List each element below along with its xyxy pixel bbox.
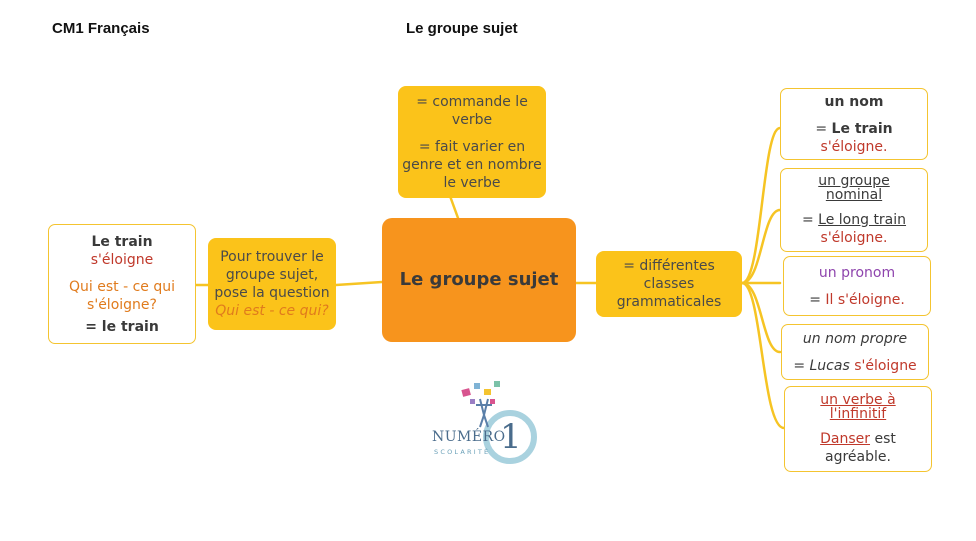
link-classes-infinitif	[740, 281, 786, 430]
branch-proper-noun-title: un nom propre	[802, 330, 908, 347]
branch-noun-node[interactable]: un nom = Le train s'éloigne.	[780, 88, 928, 160]
branch-pronoun-node[interactable]: un pronom = Il s'éloigne.	[783, 256, 931, 316]
subject-role-node[interactable]: = commande le verbe = fait varier en gen…	[398, 86, 546, 198]
central-topic-title: Le groupe sujet	[399, 269, 559, 290]
branch-pronoun-prefix: =	[809, 291, 826, 308]
link-classes-propre	[740, 281, 782, 354]
grammatical-classes-text: = différentes classes grammaticales	[616, 258, 722, 310]
branch-noun-group-title: un groupe nominal	[818, 172, 890, 203]
branch-noun-group-node[interactable]: un groupe nominal = Le long train s'éloi…	[780, 168, 928, 252]
grammatical-classes-node[interactable]: = différentes classes grammaticales	[596, 251, 742, 317]
branch-noun-group-prefix: =	[801, 211, 819, 228]
branch-noun-title: un nom	[824, 93, 884, 110]
question-method-question: Qui est - ce qui?	[215, 303, 329, 319]
branch-proper-noun-verb: s'éloigne	[849, 357, 917, 374]
example-answer: = le train	[85, 318, 159, 335]
subject-role-verb-agreement: = fait varier en genre et en nombre le v…	[402, 138, 542, 191]
example-verb: s'éloigne	[90, 251, 154, 268]
branch-noun-group-subject: Le long train	[818, 211, 907, 228]
question-method-node[interactable]: Pour trouver le groupe sujet, pose la qu…	[208, 238, 336, 330]
example-node[interactable]: Le train s'éloigne Qui est - ce qui s'él…	[48, 224, 196, 344]
branch-noun-subject: Le train	[831, 120, 893, 137]
link-classes-gn	[740, 208, 782, 285]
branch-infinitive-node[interactable]: un verbe à l'infinitif Danser est agréab…	[784, 386, 932, 472]
branch-infinitive-rest: est agréable.	[825, 430, 896, 465]
branch-noun-group-verb: s'éloigne.	[820, 229, 888, 246]
header-course-title: CM1 Français	[52, 20, 150, 37]
branch-infinitive-subject: Danser	[820, 430, 871, 447]
example-question: Qui est - ce qui s'éloigne?	[69, 278, 175, 313]
central-topic-node[interactable]: Le groupe sujet	[382, 218, 576, 342]
header-topic-title: Le groupe sujet	[406, 20, 518, 37]
branch-noun-prefix: =	[815, 120, 832, 137]
branch-proper-noun-prefix: =	[793, 357, 810, 374]
link-central-question	[334, 280, 384, 287]
branch-pronoun-verb: s'éloigne.	[833, 291, 905, 308]
branch-pronoun-subject: Il	[825, 291, 834, 308]
branch-pronoun-title: un pronom	[818, 264, 896, 281]
branch-infinitive-title: un verbe à l'infinitif	[820, 391, 896, 422]
logo-digit: 1	[500, 417, 522, 457]
branch-noun-verb: s'éloigne.	[820, 138, 888, 155]
numero1-logo: NUMÉRO 1 SCOLARITÉ	[428, 375, 538, 470]
logo-graphic-icon	[461, 381, 537, 464]
subject-role-verb-command: = commande le verbe	[416, 93, 528, 128]
logo-wordmark: NUMÉRO	[432, 429, 506, 445]
example-subject: Le train	[91, 233, 153, 250]
logo-subtitle: SCOLARITÉ	[434, 448, 491, 456]
question-method-text: Pour trouver le groupe sujet, pose la qu…	[214, 249, 330, 301]
branch-proper-noun-node[interactable]: un nom propre = Lucas s'éloigne	[781, 324, 929, 380]
branch-proper-noun-subject: Lucas	[809, 357, 850, 374]
link-classes-nom	[740, 126, 782, 285]
link-central-top	[448, 194, 460, 220]
